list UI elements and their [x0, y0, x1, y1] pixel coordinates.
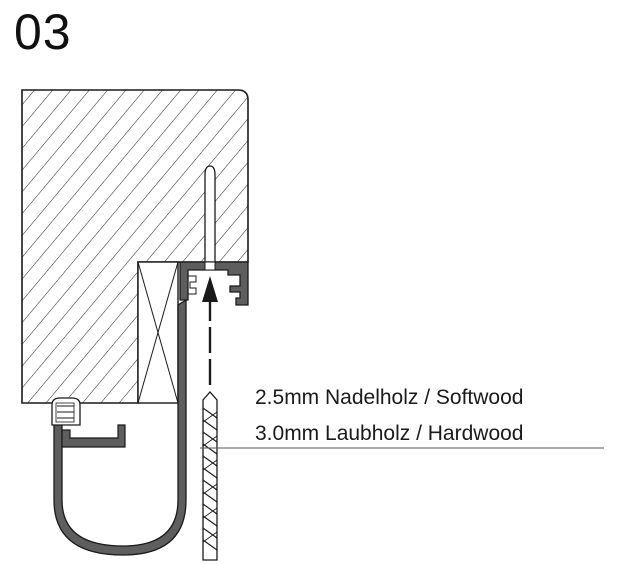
profile-head [179, 261, 249, 306]
arrow-up-icon [202, 276, 218, 385]
annotation-hardwood: 3.0mm Laubholz / Hardwood [255, 422, 523, 445]
seal-profile [53, 298, 187, 556]
rebate-insert [137, 261, 179, 404]
screw-icon [204, 165, 216, 263]
rubber-gasket [51, 397, 81, 426]
drill-bit-icon [202, 391, 218, 561]
step-number: 03 [14, 4, 72, 60]
annotation-softwood: 2.5mm Nadelholz / Softwood [255, 386, 523, 409]
